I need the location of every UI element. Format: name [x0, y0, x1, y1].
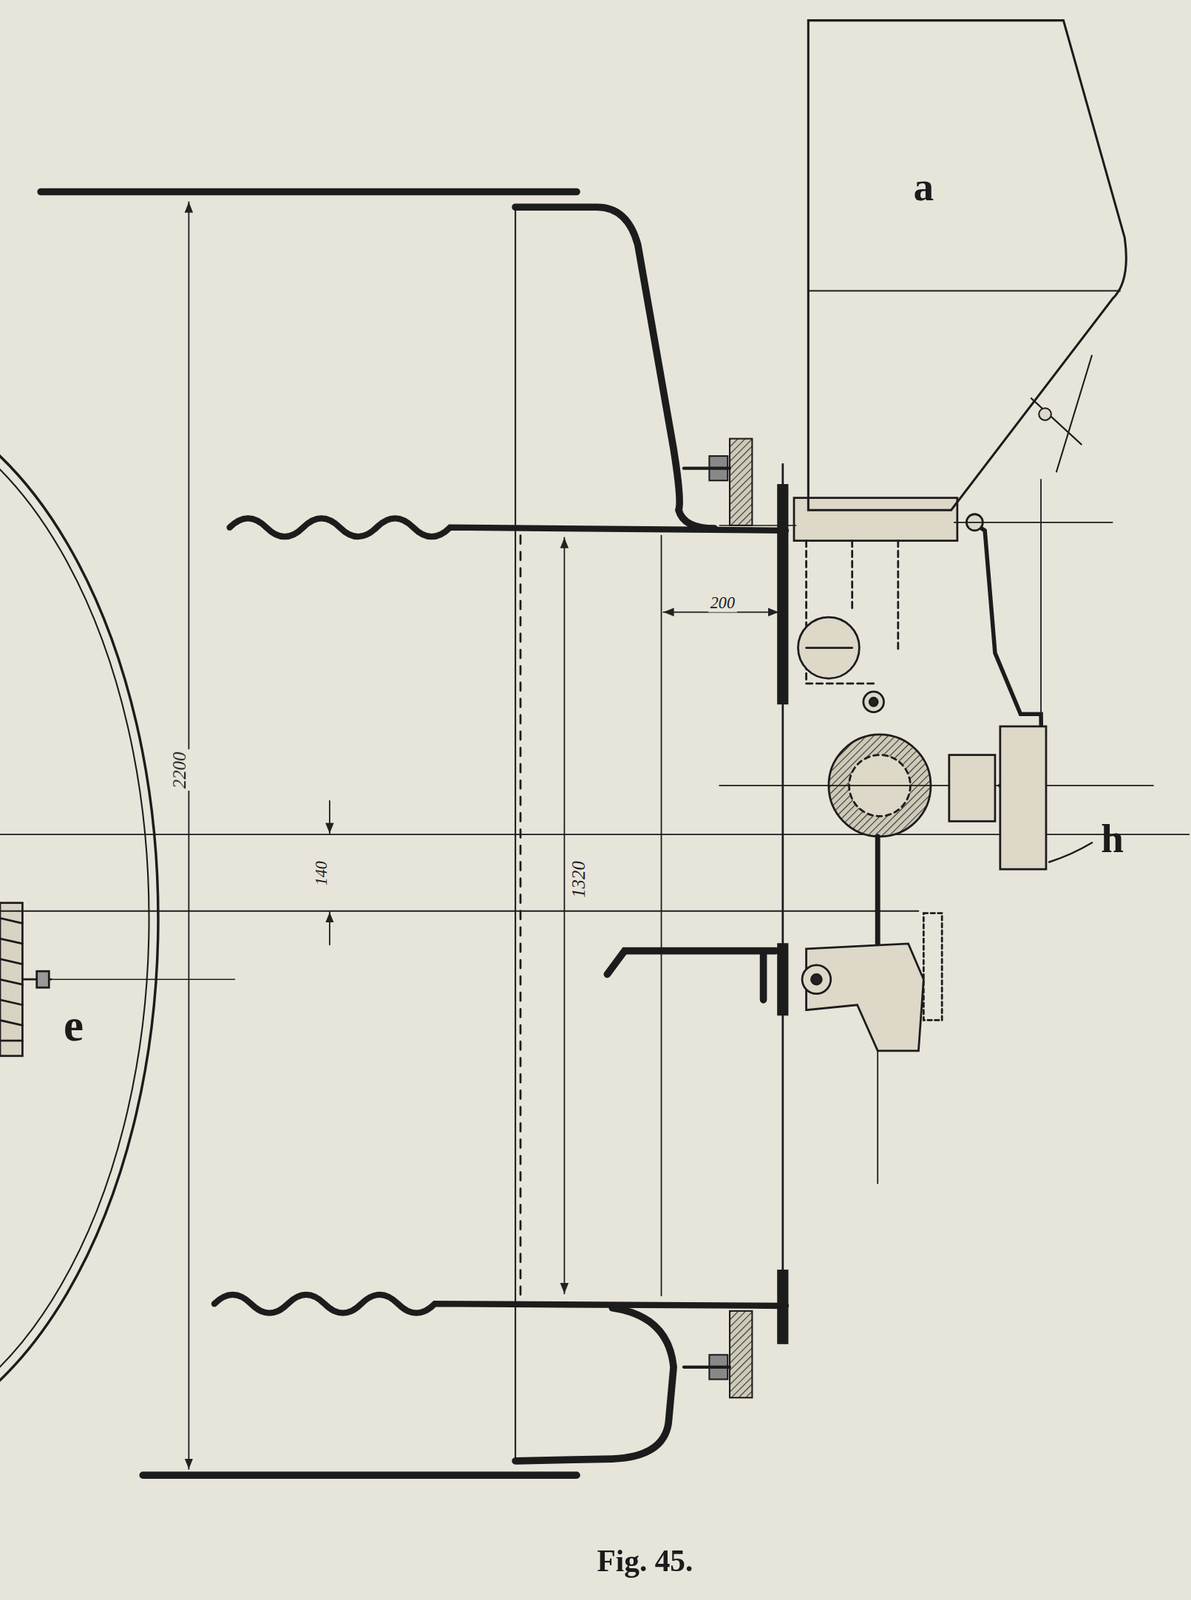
- dimension: 200: [708, 593, 738, 613]
- hopper-box: a: [806, 18, 1132, 519]
- hopper-detail: [808, 290, 1121, 473]
- drum-outline: [0, 388, 159, 1450]
- dimension: 1320: [568, 859, 590, 900]
- shell-plate: [40, 188, 577, 196]
- hopper-outline: [806, 18, 1132, 519]
- dimension: 140: [311, 859, 331, 888]
- part-letter: a: [913, 166, 935, 208]
- hopper-pivot: [1038, 408, 1052, 421]
- figure-caption: Fig. 45.: [596, 1545, 693, 1577]
- part-letter: h: [1100, 818, 1124, 860]
- hopper-shape: [808, 20, 1126, 511]
- part-letter: e: [63, 1003, 84, 1050]
- dimension: 2200: [169, 750, 190, 792]
